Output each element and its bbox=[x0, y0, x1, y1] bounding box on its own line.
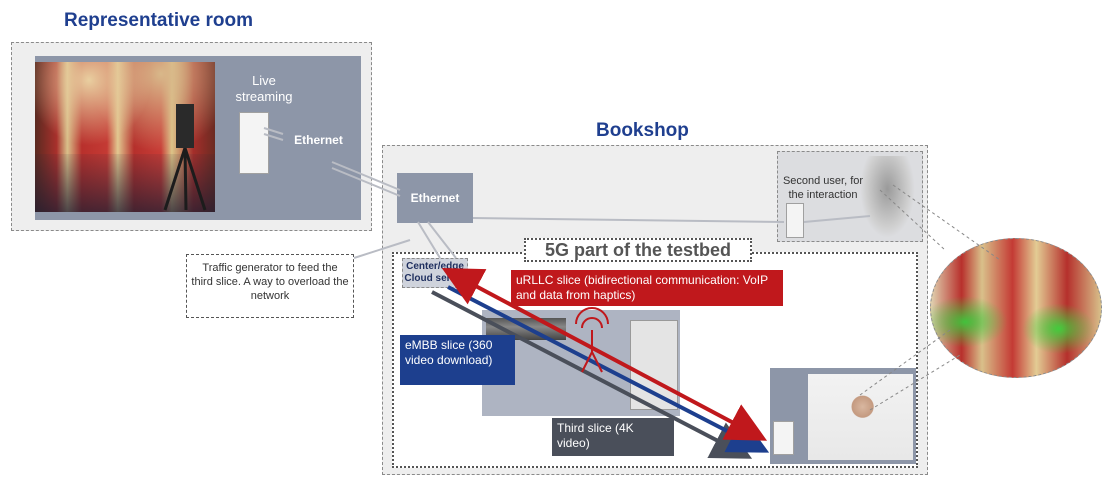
representative-room-title: Representative room bbox=[64, 10, 254, 31]
third-slice-label: Third slice (4K video) bbox=[552, 418, 674, 456]
immersive-view-oval bbox=[930, 238, 1102, 378]
traffic-generator-box: Traffic generator to feed the third slic… bbox=[186, 254, 354, 318]
testbed-5g-title: 5G part of the testbed bbox=[524, 238, 752, 262]
oval-connector-lines bbox=[859, 184, 1001, 411]
ethernet-bookshop-box: Ethernet bbox=[397, 173, 473, 223]
room-access-point bbox=[239, 112, 269, 174]
bookshop-title: Bookshop bbox=[596, 120, 689, 141]
vr-access-point bbox=[773, 421, 794, 455]
second-user-label: Second user, for the interaction bbox=[782, 175, 864, 201]
ethernet-link-lines bbox=[263, 127, 871, 259]
embb-slice-label: eMBB slice (360 video download) bbox=[400, 335, 515, 385]
urllc-slice-arrow bbox=[441, 267, 768, 441]
second-user-photo bbox=[860, 156, 915, 238]
live-streaming-label: Live streaming bbox=[235, 73, 293, 104]
urllc-slice-label: uRLLC slice (bidirectional communication… bbox=[511, 270, 783, 306]
second-user-access-point bbox=[786, 203, 804, 238]
vr-user-photo bbox=[808, 374, 913, 460]
ethernet-room-box: Ethernet bbox=[281, 116, 356, 164]
antenna-tower-icon bbox=[575, 307, 609, 373]
camera-body bbox=[176, 104, 194, 148]
camera-tripod-icon bbox=[163, 147, 207, 211]
